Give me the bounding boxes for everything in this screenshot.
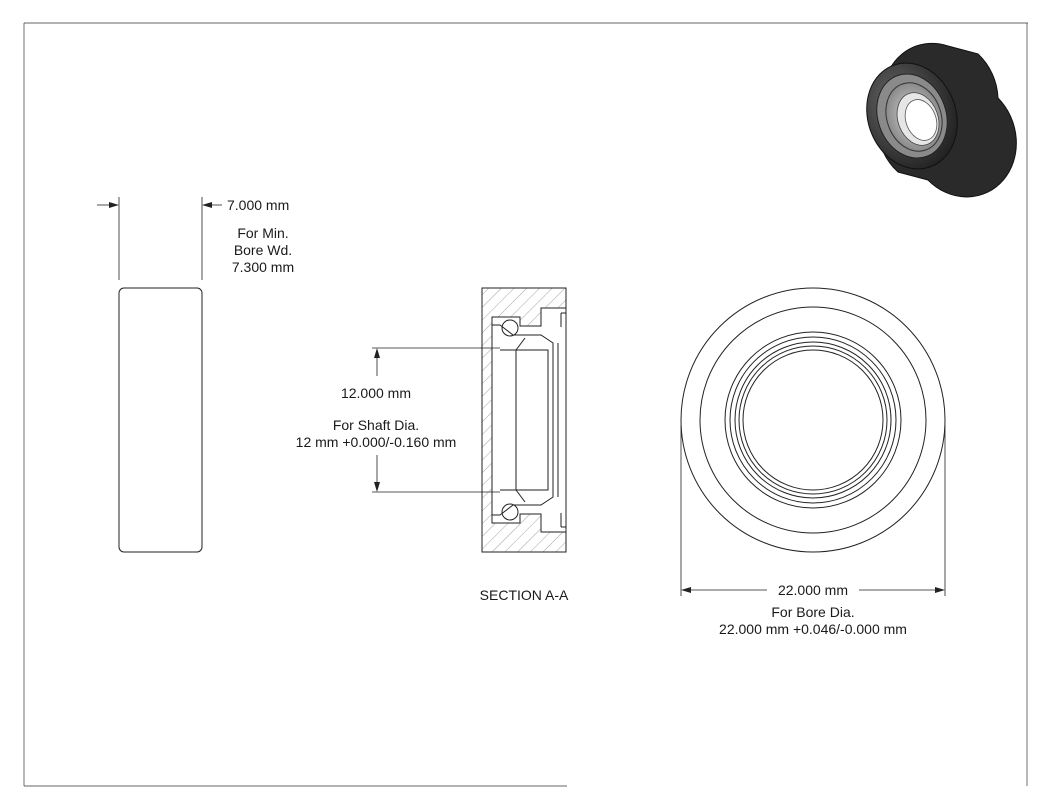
side-width-label: 7.000 mm xyxy=(227,197,289,213)
garter-spring-bottom xyxy=(501,503,519,521)
side-note-line2: Bore Wd. xyxy=(234,242,292,258)
width-arrow-left xyxy=(109,202,119,208)
side-note-line3: 7.300 mm xyxy=(232,259,294,275)
section-view: 12.000 mm For Shaft Dia. 12 mm +0.000/-0… xyxy=(296,287,569,603)
side-view: 7.000 mm For Min. Bore Wd. 7.300 mm xyxy=(97,197,294,553)
side-profile xyxy=(118,287,203,553)
front-view: 22.000 mm For Bore Dia. 22.000 mm +0.046… xyxy=(680,287,946,637)
section-case-hatch xyxy=(481,287,567,553)
bore-note-line2: 22.000 mm +0.046/-0.000 mm xyxy=(719,621,907,637)
section-lip-profile xyxy=(492,324,554,516)
shaft-note-line1: For Shaft Dia. xyxy=(333,417,419,433)
shaft-arrow-bottom xyxy=(374,482,380,492)
bore-value-label: 22.000 mm xyxy=(778,582,848,598)
bore-arrow-right xyxy=(935,587,945,593)
inner-bore-circle xyxy=(742,349,884,491)
shaft-value-label: 12.000 mm xyxy=(341,385,411,401)
width-arrow-right xyxy=(202,202,212,208)
shaft-note-line2: 12 mm +0.000/-0.160 mm xyxy=(296,434,457,450)
bore-note-line1: For Bore Dia. xyxy=(771,604,854,620)
section-title: SECTION A-A xyxy=(480,587,569,603)
drawing-frame xyxy=(23,22,1028,787)
bore-arrow-left xyxy=(681,587,691,593)
seal-3d-render xyxy=(866,42,1017,198)
side-note-line1: For Min. xyxy=(237,225,288,241)
garter-spring-top xyxy=(501,319,519,337)
shaft-arrow-top xyxy=(374,348,380,358)
outer-diameter-circle xyxy=(680,287,946,553)
